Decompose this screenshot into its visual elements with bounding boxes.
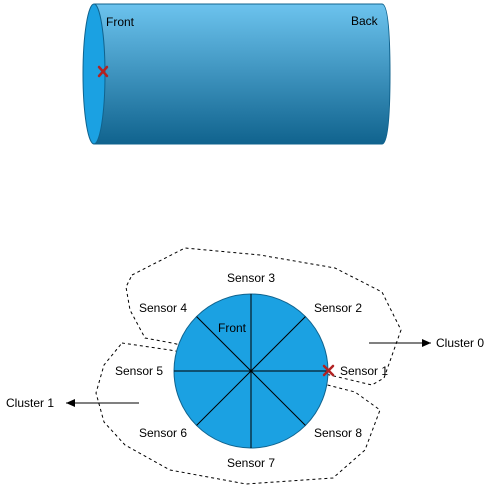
sensor-label-4: Sensor 4 xyxy=(139,301,187,315)
sensor-label-1: Sensor 1 xyxy=(340,364,388,378)
cylinder: Front Back xyxy=(82,3,391,145)
sensor-label-7: Sensor 7 xyxy=(227,456,275,470)
cluster-1-label: Cluster 1 xyxy=(6,396,54,410)
cylinder-marker-x-icon xyxy=(97,65,109,78)
divider-diagonal-b xyxy=(196,316,306,426)
sensor-label-2: Sensor 2 xyxy=(314,301,362,315)
cluster-0-label: Cluster 0 xyxy=(436,336,484,350)
cylinder-body xyxy=(93,3,391,145)
cluster-1-boundary xyxy=(95,342,381,485)
cross-section: Front xyxy=(173,293,335,449)
cross-section-marker-x-icon xyxy=(322,364,335,377)
cross-section-front-label: Front xyxy=(218,321,247,335)
cylinder-back-label: Back xyxy=(351,14,379,28)
sensor-labels: Sensor 1 Sensor 2 Sensor 3 Sensor 4 Sens… xyxy=(115,271,388,470)
sensor-label-8: Sensor 8 xyxy=(314,426,362,440)
cluster-0-boundary xyxy=(125,247,402,386)
sensor-label-5: Sensor 5 xyxy=(115,364,163,378)
sensor-label-6: Sensor 6 xyxy=(139,426,187,440)
cylinder-front-label: Front xyxy=(106,15,135,29)
sensor-label-3: Sensor 3 xyxy=(227,271,275,285)
